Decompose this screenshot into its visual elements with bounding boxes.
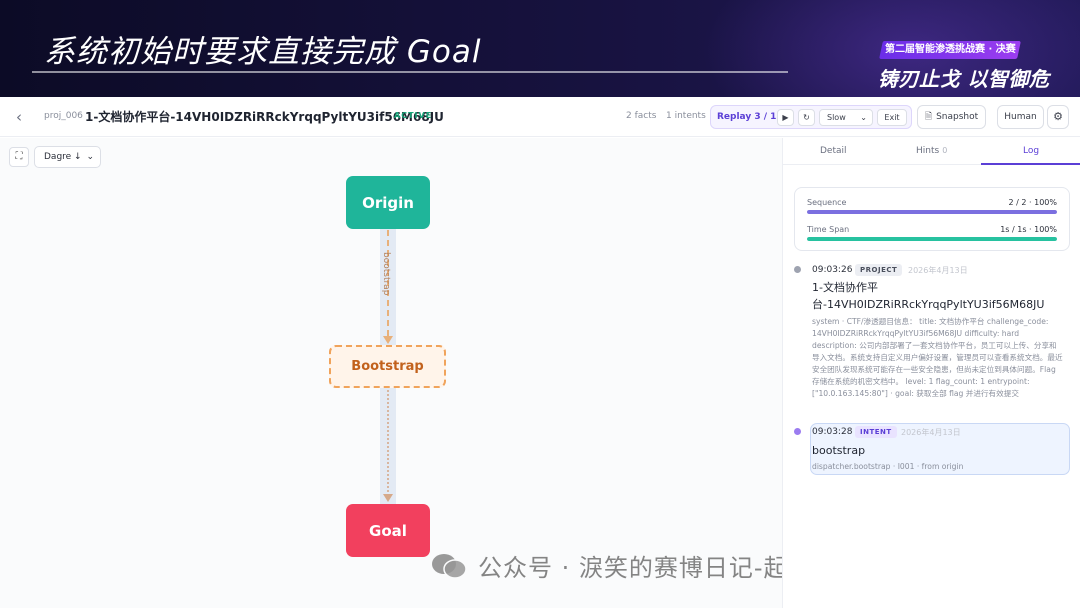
intent-card[interactable] (810, 423, 1070, 475)
entry-date: 2026年4月13日 (908, 266, 968, 275)
progress-card: Sequence 2 / 2 · 100% Time Span 1s / 1s … (794, 187, 1070, 251)
restart-button[interactable]: ↻ (798, 109, 815, 126)
sequence-progress (807, 210, 1057, 214)
snapshot-button[interactable]: 🗎Snapshot (917, 105, 986, 129)
play-button[interactable]: ▶ (777, 109, 794, 126)
timeline-dot (794, 266, 801, 273)
brand-badge: 第二届智能渗透挑战赛 · 决赛 (879, 41, 1021, 59)
entry-title: bootstrap (812, 444, 866, 457)
video-banner: 系统初始时要求直接完成 Goal 第二届智能渗透挑战赛 · 决赛 铸刃止戈 以智… (0, 0, 1080, 97)
entry-tag: PROJECT (855, 264, 903, 276)
entry-date: 2026年4月13日 (901, 428, 961, 437)
chevron-down-icon: ⌄ (860, 113, 867, 122)
arrowhead-icon (383, 494, 393, 502)
entry-time: 09:03:28 (812, 427, 853, 437)
tab-active-indicator (981, 163, 1080, 165)
graph-edges (383, 230, 393, 502)
expand-icon: ⛶ (15, 151, 23, 162)
node-bootstrap[interactable]: Bootstrap (329, 345, 446, 388)
chevron-left-icon[interactable]: ‹ (16, 108, 22, 126)
timeline-dot (794, 428, 801, 435)
timespan-progress-fill (807, 237, 1057, 241)
tab-log[interactable]: Log (1023, 146, 1040, 156)
timespan-label: Time Span (807, 225, 850, 234)
edge-track-origin-bootstrap (380, 229, 396, 345)
banner-title: 系统初始时要求直接完成 Goal (44, 34, 482, 70)
sequence-label: Sequence (807, 198, 847, 207)
play-icon: ▶ (782, 113, 789, 122)
chevron-down-icon: ⌄ (86, 152, 94, 162)
project-title: 1-文档协作平台-14VH0IDZRiRRckYrqqPyltYU3if56M6… (85, 110, 444, 124)
snapshot-label: Snapshot (936, 112, 979, 122)
exit-replay-button[interactable]: Exit (877, 109, 907, 126)
status-badge: ACTIVE (394, 111, 433, 120)
gear-icon: ⚙ (1053, 110, 1063, 123)
node-origin[interactable]: Origin (346, 176, 430, 229)
fit-view-button[interactable]: ⛶ (9, 147, 29, 167)
graph-canvas[interactable]: ⛶ Dagre ↓ ⌄ bootstrap Origin Bootstrap G… (0, 138, 938, 608)
banner-divider (32, 71, 788, 73)
sequence-value: 2 / 2 · 100% (1008, 198, 1057, 207)
entry-time: 09:03:26 (812, 265, 853, 275)
node-goal[interactable]: Goal (346, 504, 430, 557)
layout-select[interactable]: Dagre ↓ ⌄ (34, 146, 101, 168)
arrowhead-icon (383, 336, 393, 344)
hints-count: 0 (942, 146, 948, 155)
speed-value: Slow (827, 113, 846, 122)
replay-label: Replay 3 / 13 (717, 112, 783, 122)
tab-hints-label: Hints (916, 146, 940, 156)
entry-description: dispatcher.bootstrap · I001 · from origi… (812, 462, 964, 471)
project-id: proj_006 (44, 111, 83, 121)
project-header: ‹ proj_006 1-文档协作平台-14VH0IDZRiRRckYrqqPy… (0, 97, 1080, 137)
settings-button[interactable]: ⚙ (1047, 105, 1069, 129)
brand-slogan: 铸刃止戈 以智御危 (878, 67, 1050, 91)
entry-title: 1-文档协作平台-14VH0IDZRiRRckYrqqPyltYU3if56M6… (812, 281, 1045, 311)
edge-label: bootstrap (381, 252, 391, 296)
tab-detail[interactable]: Detail (820, 146, 847, 156)
timespan-progress (807, 237, 1057, 241)
document-icon: 🗎 (924, 112, 933, 122)
mode-button[interactable]: Human (997, 105, 1044, 129)
replay-controls: Replay 3 / 13 ▶ ↻ Slow ⌄ Exit (710, 105, 912, 129)
speed-select[interactable]: Slow ⌄ (819, 109, 873, 126)
intents-count: 1 intents (666, 111, 706, 121)
timespan-value: 1s / 1s · 100% (1000, 225, 1057, 234)
wechat-icon (432, 554, 467, 579)
facts-count: 2 facts (626, 111, 657, 121)
sequence-progress-fill (807, 210, 1057, 214)
entry-description: system · CTF/渗透题目信息： title: 文档协作平台 chall… (812, 317, 1063, 398)
layout-value: Dagre ↓ (44, 152, 82, 162)
refresh-icon: ↻ (803, 113, 810, 122)
entry-tag: INTENT (855, 426, 897, 438)
